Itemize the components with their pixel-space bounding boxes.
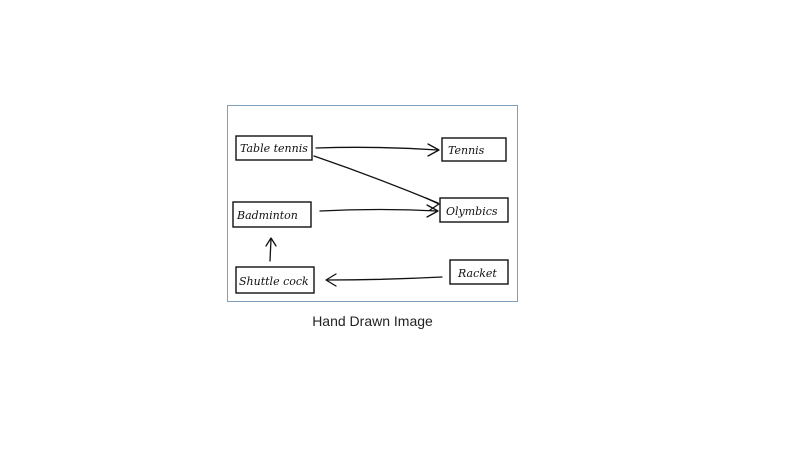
node-table-tennis: Table tennis: [235, 135, 313, 161]
node-label: Olymbics: [446, 205, 498, 218]
edge-badminton-to-olymbics: [319, 204, 439, 218]
edge-table-tennis-to-olymbics: [313, 155, 440, 211]
edge-line: [319, 208, 438, 212]
node-label: Tennis: [448, 144, 485, 157]
node-shuttle-cock: Shuttle cock: [235, 266, 315, 294]
hand-drawn-diagram-frame: Table tennis Tennis Badminton Olymbics S…: [227, 105, 518, 302]
node-box: [449, 259, 509, 285]
edge-line: [269, 238, 272, 262]
arrowhead: [325, 273, 337, 287]
diagram-caption: Hand Drawn Image: [312, 313, 433, 329]
edge-racket-to-shuttle-cock: [325, 273, 443, 287]
arrowhead: [265, 237, 277, 247]
arrowhead: [427, 143, 440, 157]
node-box: [232, 201, 312, 228]
node-box: [439, 197, 509, 223]
edge-line: [315, 146, 439, 151]
edge-shuttle-cock-to-badminton: [265, 237, 277, 262]
node-box: [441, 137, 507, 162]
node-racket: Racket: [449, 259, 509, 285]
node-box: [235, 135, 313, 161]
node-label: Badminton: [236, 209, 298, 222]
diagram-svg: Table tennis Tennis Badminton Olymbics S…: [232, 135, 509, 294]
edge-line: [313, 155, 439, 204]
node-box: [235, 266, 315, 294]
node-badminton: Badminton: [232, 201, 312, 228]
node-label: Table tennis: [240, 142, 308, 155]
node-olymbics: Olymbics: [439, 197, 509, 223]
node-label: Shuttle cock: [239, 275, 309, 288]
arrowhead: [426, 204, 439, 218]
node-label: Racket: [457, 267, 497, 280]
edge-table-tennis-to-tennis: [315, 143, 440, 157]
node-tennis: Tennis: [441, 137, 507, 162]
edge-line: [326, 276, 443, 281]
